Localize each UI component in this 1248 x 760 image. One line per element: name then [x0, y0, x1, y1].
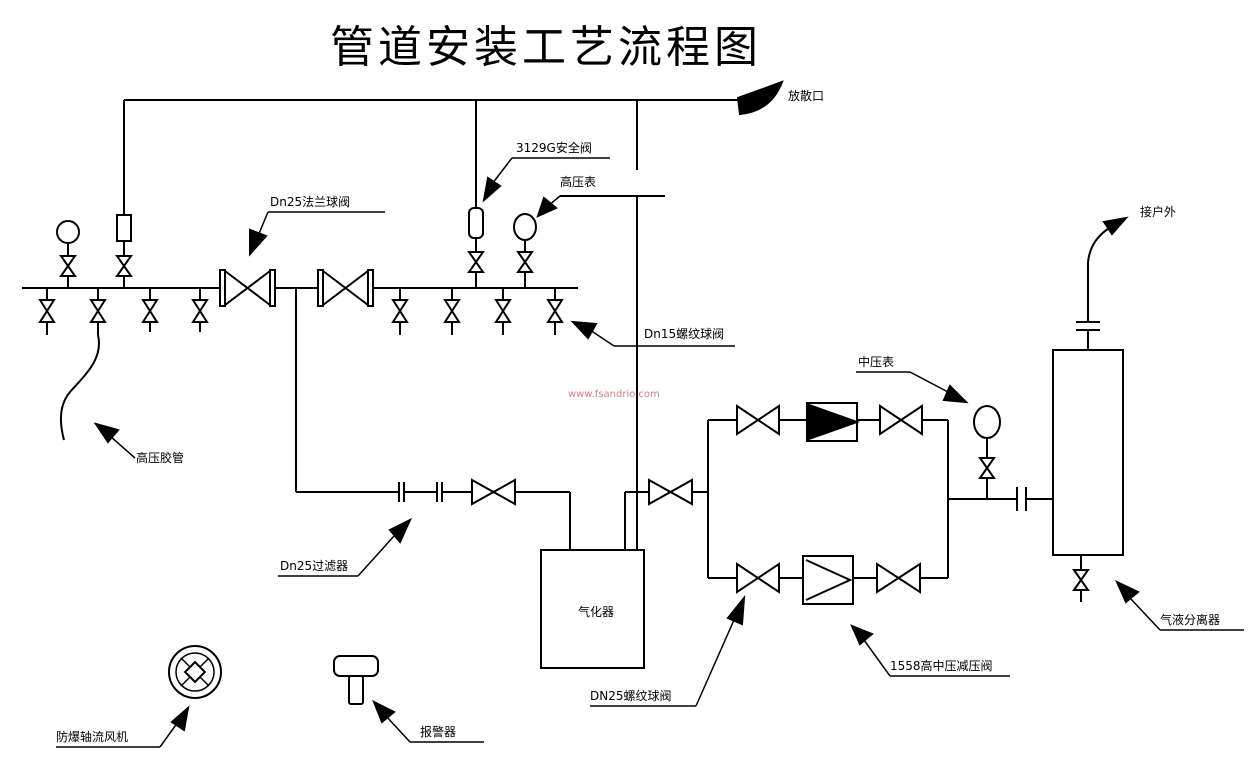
manifold-drain-valves	[38, 288, 564, 335]
lower-pressure-reducer-icon	[802, 555, 854, 605]
small-valve-icon	[38, 288, 56, 335]
high-pressure-gauge-label: 高压表	[560, 174, 596, 189]
vaporizer-feed-pipe	[295, 288, 571, 550]
small-valve-icon	[191, 288, 209, 332]
separator-union-icon	[1016, 487, 1027, 511]
small-valve-icon	[494, 288, 512, 335]
alarm-icon	[333, 655, 379, 705]
diagram-title: 管道安装工艺流程图	[330, 22, 762, 73]
flange-ball-valve-label: Dn25法兰球阀	[270, 195, 350, 209]
gas-liquid-separator-label: 气液分离器	[1160, 612, 1220, 627]
upper-pressure-reducer-icon	[806, 402, 860, 442]
pressure-gauge-left	[56, 220, 80, 288]
medium-pressure-gauge-icon	[973, 405, 1001, 499]
safety-valve-icon	[467, 207, 485, 288]
small-valve-icon	[141, 288, 159, 332]
vent-valve-left	[115, 214, 133, 288]
filter-label: Dn25过滤器	[280, 559, 348, 573]
upper-ball-valve-2-icon	[879, 404, 923, 436]
annotation-arrows	[56, 157, 1244, 748]
gas-liquid-separator-box	[1052, 349, 1124, 556]
explosion-proof-fan-label: 防爆轴流风机	[56, 729, 128, 744]
high-pressure-hose-icon	[59, 334, 101, 441]
filter-flange-icon	[398, 482, 443, 502]
safety-valve-label: 3129G安全阀	[516, 140, 592, 155]
separator-top-outlet	[1076, 216, 1129, 350]
small-valve-icon	[443, 288, 461, 335]
feed-ball-valve-icon	[471, 478, 516, 506]
vaporizer-outlet-pipe	[560, 195, 708, 550]
lower-ball-valve-2-icon	[876, 562, 921, 594]
small-valve-icon	[546, 288, 564, 335]
explosion-proof-fan-icon	[168, 645, 222, 699]
flange-ball-valve-2	[317, 268, 374, 308]
regulator-loop-pipe	[707, 419, 1053, 579]
watermark: www.fsandrio.com	[568, 389, 660, 400]
alarm-label: 报警器	[420, 724, 456, 739]
outdoor-connection-label: 接户外	[1140, 204, 1176, 219]
small-valve-icon	[391, 288, 409, 335]
high-pressure-hose-label: 高压胶管	[136, 450, 184, 465]
separator-drain-valve-icon	[1072, 555, 1090, 602]
medium-pressure-gauge-label: 中压表	[858, 354, 894, 369]
upper-ball-valve-1-icon	[736, 404, 780, 436]
vent-outlet-icon	[736, 80, 784, 116]
dn15-thread-ball-valve-label: Dn15螺纹球阀	[644, 327, 724, 341]
vaporizer-label: 气化器	[578, 604, 614, 619]
vent-label: 放散口	[788, 88, 824, 103]
pressure-reducer-label: 1558高中压减压阀	[890, 658, 993, 673]
vaporizer-box	[540, 549, 645, 669]
high-pressure-gauge-icon	[513, 213, 537, 288]
lower-ball-valve-1-icon	[736, 562, 780, 594]
vent-header-pipe	[123, 99, 755, 215]
small-valve-icon	[89, 288, 107, 335]
outlet-ball-valve-icon	[648, 478, 693, 506]
dn25-thread-ball-valve-label: DN25螺纹球阀	[590, 689, 672, 703]
flange-ball-valve-1	[219, 268, 276, 308]
